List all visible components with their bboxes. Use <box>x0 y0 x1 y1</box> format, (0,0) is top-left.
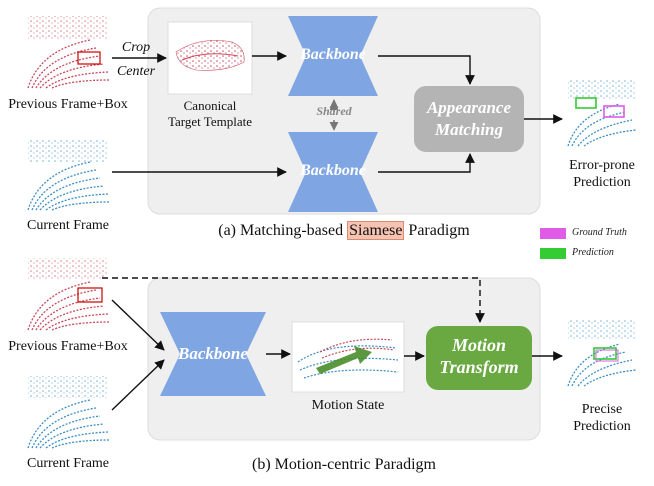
motion-transform-line2: Transform <box>439 357 519 377</box>
precise-label-line1: Precise <box>581 402 623 417</box>
arrow-current-b-to-backbone <box>111 359 165 411</box>
backbone-label-a-top: Backbone <box>300 46 366 63</box>
template-label-line1: Canonical <box>183 98 237 113</box>
precise-prediction-pointcloud <box>564 316 640 390</box>
caption-a-suffix: Paradigm <box>404 222 470 239</box>
backbone-label-a-bottom: Backbone <box>300 162 366 179</box>
appearance-matching-box <box>414 86 524 152</box>
precise-gt-box <box>595 349 619 362</box>
error-prone-label-line2: Prediction <box>573 175 631 190</box>
motion-arrow <box>316 346 372 374</box>
error-prone-label-line1: Error-prone <box>569 158 635 173</box>
prev-frame-pointcloud-a <box>24 14 112 92</box>
caption-a-siamese-highlight: Siamese <box>347 221 405 240</box>
prev-frame-label-b: Previous Frame+Box <box>8 339 128 354</box>
canonical-template-pointcloud <box>167 21 253 95</box>
motion-state-pointcloud <box>291 321 405 393</box>
motion-transform-box <box>426 326 532 390</box>
current-frame-pointcloud-a <box>24 138 112 214</box>
backbone-label-b: Backbone <box>178 344 248 363</box>
error-prone-prediction-box <box>575 97 597 109</box>
arrow-backbone-top-to-matching <box>378 55 475 85</box>
prev-frame-pointcloud-b <box>24 256 112 334</box>
backbone-shape-b <box>160 312 266 396</box>
arrow-prev-b-to-backbone <box>111 299 165 351</box>
dashed-box-arrow <box>102 277 485 323</box>
prev-frame-box-a <box>77 51 101 65</box>
matching-label-line1: Appearance <box>426 98 512 117</box>
current-frame-pointcloud-b <box>24 374 112 452</box>
prev-frame-box-b <box>77 287 103 303</box>
caption-a-prefix: (a) Matching-based <box>218 222 348 239</box>
legend-pred-label: Prediction <box>572 247 614 258</box>
error-prone-gt-box <box>603 105 625 118</box>
legend-pred-swatch <box>540 248 566 259</box>
motion-state-label: Motion State <box>311 398 385 413</box>
legend-gt-label: Ground Truth <box>572 227 627 238</box>
current-frame-label-a: Current Frame <box>26 218 110 233</box>
precise-label-line2: Prediction <box>573 419 631 434</box>
caption-b: (b) Motion-centric Paradigm <box>252 456 436 473</box>
prev-frame-label-a: Previous Frame+Box <box>8 97 128 112</box>
motion-transform-line1: Motion <box>451 335 507 355</box>
matching-label-line2: Matching <box>434 120 504 139</box>
template-label-line2: Target Template <box>168 114 252 129</box>
current-frame-label-b: Current Frame <box>26 456 110 471</box>
caption-a: (a) Matching-based Siamese Paradigm <box>148 221 540 240</box>
precise-prediction-box <box>593 347 617 360</box>
error-prone-pointcloud <box>564 76 640 150</box>
center-label: Center <box>116 64 156 79</box>
crop-label: Crop <box>121 40 151 55</box>
arrow-backbone-bottom-to-matching <box>378 153 475 173</box>
backbone-shape-a-top <box>288 16 378 96</box>
backbone-shape-a-bottom <box>288 132 378 212</box>
legend-gt-swatch <box>540 228 566 239</box>
shared-label: Shared <box>316 104 352 118</box>
